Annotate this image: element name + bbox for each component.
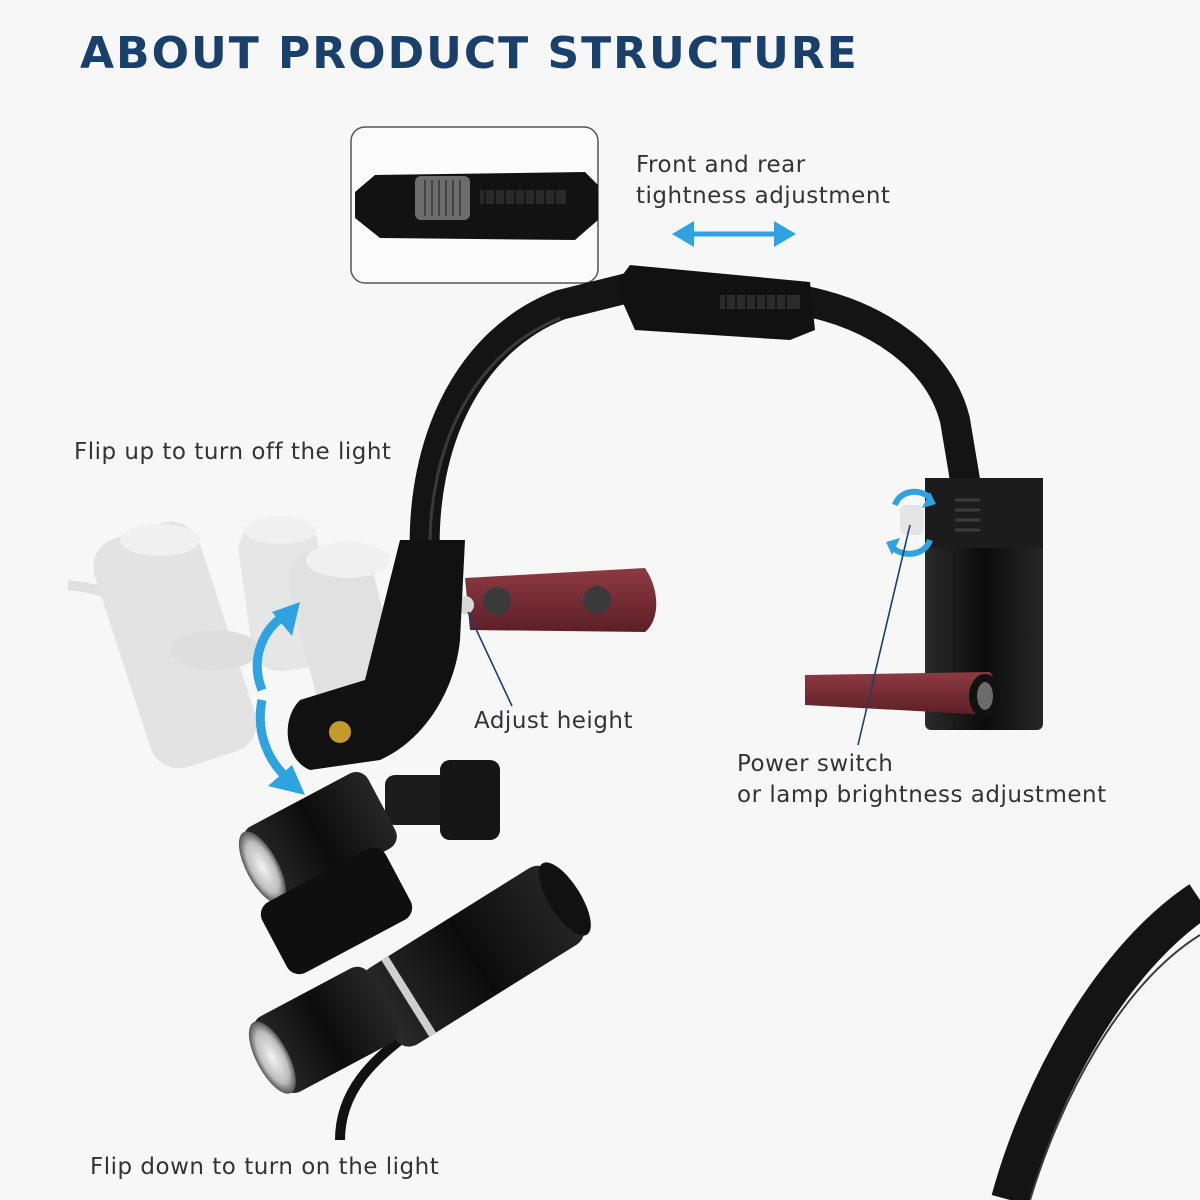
front-rear-line-2: tightness adjustment: [636, 183, 891, 209]
adjust-height-label: Adjust height: [474, 708, 634, 734]
slider-knob: [415, 176, 470, 220]
rotate-knob-arrows-icon: [886, 488, 936, 557]
power-switch-line-2: or lamp brightness adjustment: [737, 782, 1107, 808]
flip-down-label: Flip down to turn on the light: [90, 1154, 440, 1180]
power-switch-label: Power switch or lamp brightness adjustme…: [737, 749, 1107, 811]
power-box: [900, 478, 1043, 730]
front-rear-adjustment-label: Front and rear tightness adjustment: [636, 150, 890, 212]
headband-fragment: [991, 884, 1200, 1200]
headband: [409, 265, 980, 575]
page-title: ABOUT PRODUCT STRUCTURE: [80, 28, 859, 79]
inset-detail-box: [350, 126, 599, 284]
flip-up-label: Flip up to turn off the light: [74, 439, 392, 465]
power-switch-line-1: Power switch: [737, 751, 894, 777]
leader-lines: [467, 524, 911, 746]
loupe-flipped-down: [238, 760, 591, 1141]
hinge-arm: [287, 540, 465, 770]
horizontal-double-arrow-icon: [672, 221, 796, 247]
power-knob: [900, 505, 924, 535]
front-rear-line-1: Front and rear: [636, 152, 806, 178]
right-leather-pad: [805, 672, 1001, 718]
curved-up-down-arrows-icon: [252, 602, 305, 795]
left-leather-pad: [456, 568, 657, 632]
